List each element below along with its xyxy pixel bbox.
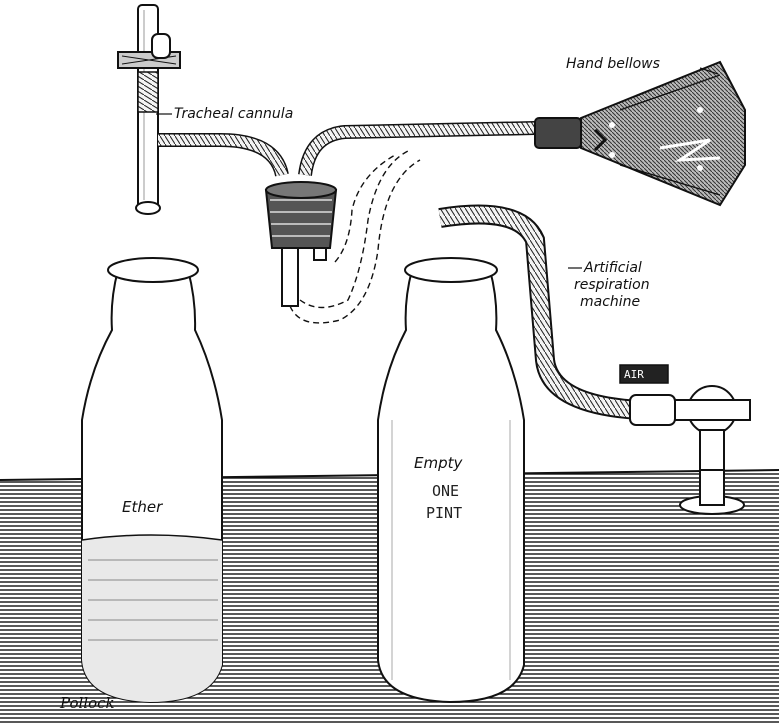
air-label: AIR xyxy=(624,368,644,381)
ether-bottle xyxy=(82,258,222,702)
empty-bottle xyxy=(378,258,524,702)
tracheal-cannula xyxy=(118,5,180,214)
ether-label: Ether xyxy=(122,498,163,516)
hand-bellows xyxy=(535,62,745,205)
artificial-label-line2: respiration xyxy=(574,277,650,293)
empty-label: Empty xyxy=(414,454,463,472)
hand-bellows-label: Hand bellows xyxy=(566,56,660,72)
artificial-label-line1: Artificial xyxy=(583,260,642,276)
connecting-tube xyxy=(158,128,535,175)
artificial-label-line3: machine xyxy=(580,294,640,310)
one-label: ONE xyxy=(432,482,459,500)
tracheal-cannula-label: Tracheal cannula xyxy=(174,106,293,122)
rubber-stopper xyxy=(266,182,336,306)
signature: Pollock xyxy=(59,694,115,712)
pint-label: PINT xyxy=(426,504,462,522)
